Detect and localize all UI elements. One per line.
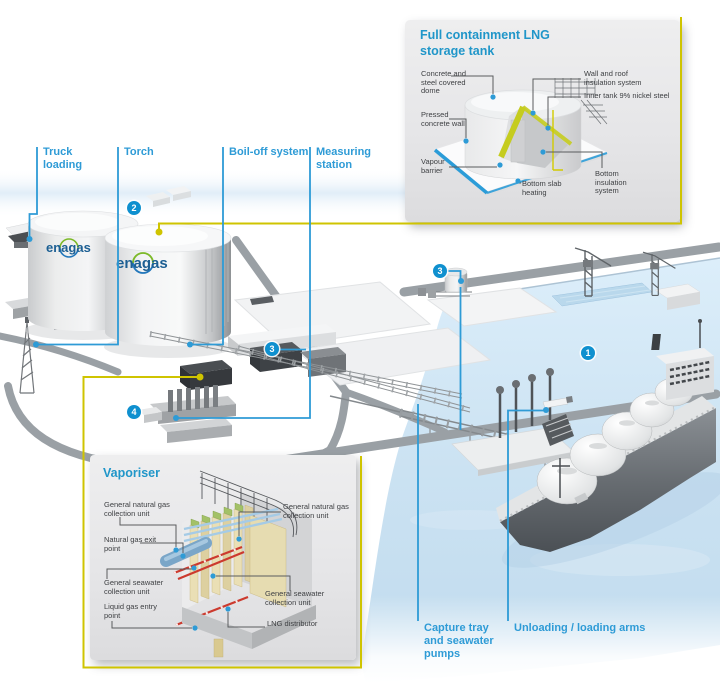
lng-carrier-ship [496,319,720,568]
marker-2-torch: 2 [127,201,141,215]
enagas-logo: enagas [116,252,168,274]
label-measuring-station: Measuring station [316,146,372,171]
inset-vaporiser-title: Vaporiser [103,466,160,480]
quay-crane [642,251,676,296]
vaporiser-label-seawater-left: General seawater collection unit [104,578,164,596]
marker-1-unloading: 1 [581,346,595,360]
vaporiser-label-liquid-entry: Liquid gas entry point [104,602,157,620]
marker-4-vaporiser: 4 [127,405,141,419]
label-capture-tray: Capture tray and seawater pumps [424,622,494,660]
vaporiser-label-gas-unit-right: General natural gas collection unit [283,502,349,520]
storage-tank-2: enagas [104,223,232,358]
label-boil-off-system: Boil-off system [229,146,309,158]
loading-arms [496,368,574,446]
vaporiser-cutaway-illustration [106,470,318,658]
inset-tank-label-dome: Concrete and steel covered dome [421,69,467,96]
inset-tank-label-bottom-insulation: Bottom insulation system [595,169,627,196]
vaporiser-label-gas-unit-left: General natural gas collection unit [104,500,170,518]
inset-tank-label-wall-roof: Wall and roof insulation system [584,69,642,87]
label-unloading-arms: Unloading / loading arms [514,622,646,634]
flare-tower [19,317,35,394]
inset-tank-label-pressed-wall: Pressed concrete wall [421,110,465,128]
vaporiser-label-seawater-right: General seawater collection unit [265,589,325,607]
shore-warehouse [654,283,701,310]
inset-tank-label-bottom-slab: Bottom slab heating [522,179,562,197]
vaporiser-units [138,385,236,443]
svg-text:enagas: enagas [116,255,168,272]
marker-3-measuring: 3 [433,264,447,278]
inset-tank-label-inner-tank: Inner tank 9% nickel steel [584,91,670,100]
inset-tank-title: Full containment LNG storage tank [420,28,550,58]
vaporiser-label-lng-distributor: LNG distributor [267,619,318,628]
label-truck-loading: Truck loading [43,146,83,171]
sea-fade [355,595,720,683]
vaporiser-label-gas-exit: Natural gas exit point [104,535,157,553]
inset-tank-label-vapour-barrier: Vapour barrier [421,157,445,175]
quay-crane [574,247,612,297]
enagas-logo: enagas [46,238,91,258]
marker-3-boil-off: 3 [265,342,279,356]
haze-band [0,168,450,218]
label-torch: Torch [124,146,154,158]
inset-vaporiser-panel [90,455,356,660]
svg-text:enagas: enagas [46,240,91,255]
